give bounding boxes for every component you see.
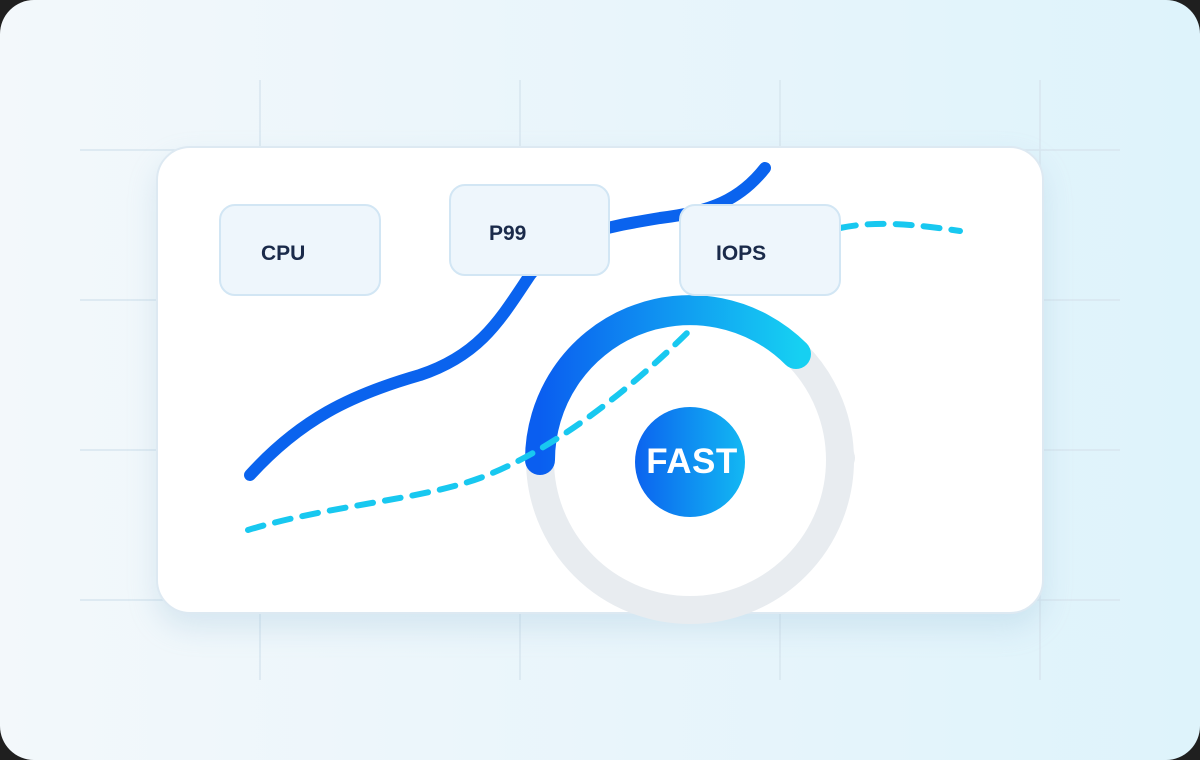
- p99-chip-label: P99: [489, 222, 527, 245]
- dashed-trend-line: [245, 220, 963, 533]
- gauge-progress-arc: [525, 295, 811, 475]
- gauge-track-end: [827, 444, 855, 472]
- p99-chip: P99: [449, 184, 610, 276]
- iops-chip-label: IOPS: [716, 242, 767, 265]
- cpu-chip: CPU: [219, 204, 381, 296]
- iops-chip: IOPS: [679, 204, 841, 296]
- fast-badge-label: FAST: [646, 442, 738, 481]
- fast-badge: [635, 407, 745, 517]
- cpu-chip-label: CPU: [261, 242, 306, 265]
